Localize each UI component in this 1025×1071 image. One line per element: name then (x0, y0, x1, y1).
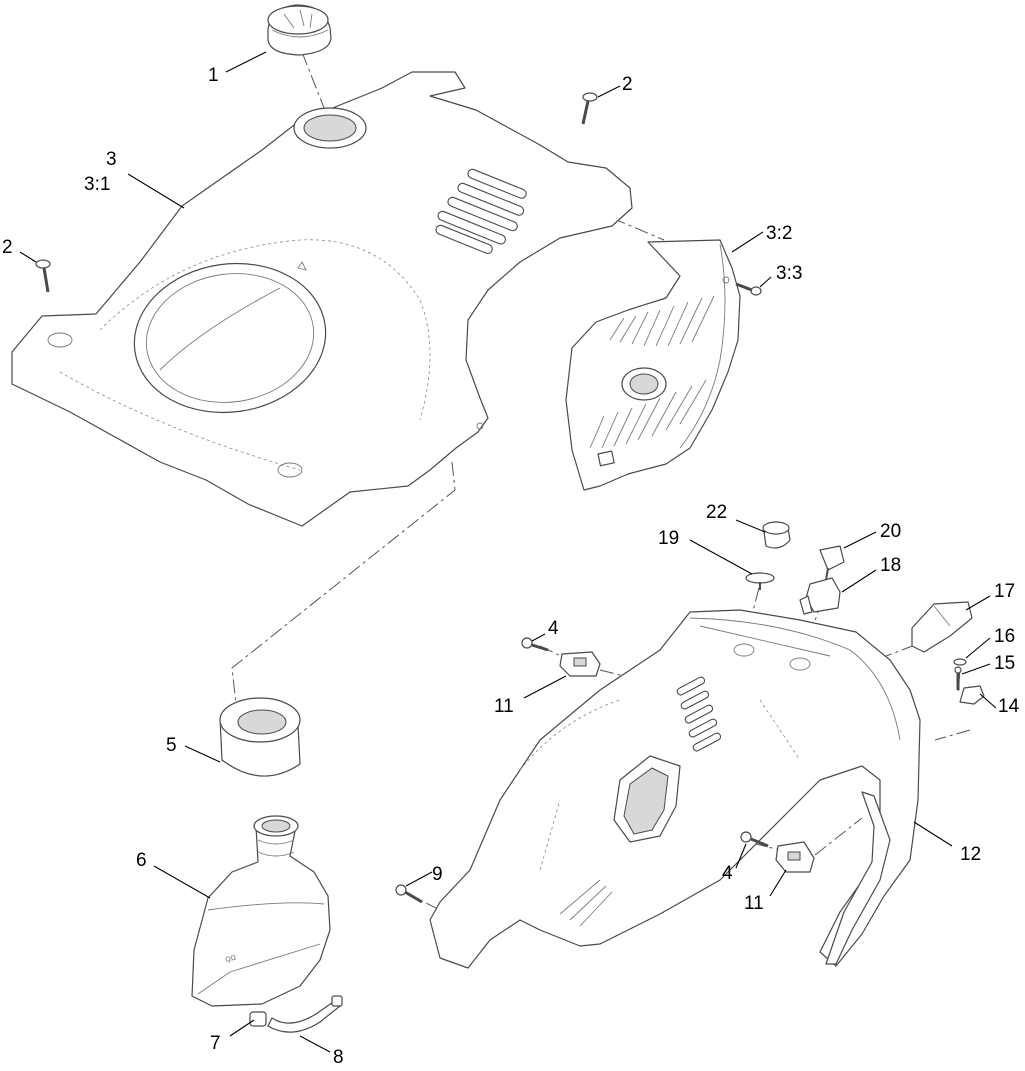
console-vent-slots (676, 676, 722, 752)
nut-19 (745, 572, 775, 590)
callout-3-3: 3:3 (776, 263, 802, 284)
callout-19: 19 (658, 528, 679, 549)
callout-8: 8 (333, 1047, 344, 1068)
bracket-14 (959, 685, 985, 705)
lower-console-part (429, 609, 921, 969)
callout-15: 15 (994, 653, 1015, 674)
key-20 (819, 545, 845, 581)
side-guard-slots (589, 295, 715, 449)
callout-17: 17 (994, 581, 1015, 602)
callout-3: 3 (106, 149, 117, 170)
fuel-cap-part (267, 4, 332, 56)
fitting-part (249, 1011, 267, 1027)
callout-14: 14 (998, 696, 1020, 717)
callout-4-upper: 4 (548, 618, 559, 639)
callout-4-lower: 4 (722, 863, 733, 884)
bolt-4-upper (521, 637, 549, 652)
callout-11-lower: 11 (744, 893, 764, 914)
screw-3-3 (735, 282, 762, 296)
grommet-part (219, 697, 301, 777)
knob-17 (911, 601, 973, 653)
callout-11-upper: 11 (494, 696, 514, 717)
callout-20: 20 (880, 521, 901, 542)
callout-labels: 1 2 2 3 3:1 3:2 3:3 4 4 5 6 7 8 9 11 11 … (2, 65, 1020, 1068)
callout-1: 1 (208, 65, 219, 86)
screw-15 (954, 666, 962, 690)
callout-6: 6 (136, 850, 147, 871)
callout-3-2: 3:2 (766, 223, 792, 244)
clip-11-lower (775, 841, 815, 873)
callout-2-left: 2 (2, 237, 13, 258)
callout-12: 12 (960, 844, 981, 865)
callout-16: 16 (994, 626, 1015, 647)
bolt-9 (395, 884, 423, 904)
callout-5: 5 (166, 735, 177, 756)
screw-2-top (581, 92, 598, 125)
leader-lines (19, 51, 997, 1053)
ignition-switch-18 (799, 577, 841, 615)
callout-3-1: 3:1 (84, 174, 110, 195)
svg-text:QΩ: QΩ (225, 954, 237, 964)
callout-22: 22 (706, 502, 727, 523)
callout-18: 18 (880, 555, 901, 576)
screw-2-left (35, 259, 51, 293)
callout-7: 7 (210, 1033, 221, 1054)
callout-9: 9 (432, 864, 443, 885)
clip-11-upper (559, 651, 601, 677)
upper-hood-part (11, 71, 633, 527)
fuel-tank-part: QΩ (191, 815, 331, 1007)
cap-22 (762, 521, 791, 549)
hood-vent-slots (435, 168, 527, 255)
side-guard-part (565, 239, 741, 491)
washer-16 (953, 658, 967, 666)
hose-part (267, 995, 343, 1033)
bolt-4-lower (740, 831, 769, 848)
callout-2-top: 2 (622, 74, 633, 95)
